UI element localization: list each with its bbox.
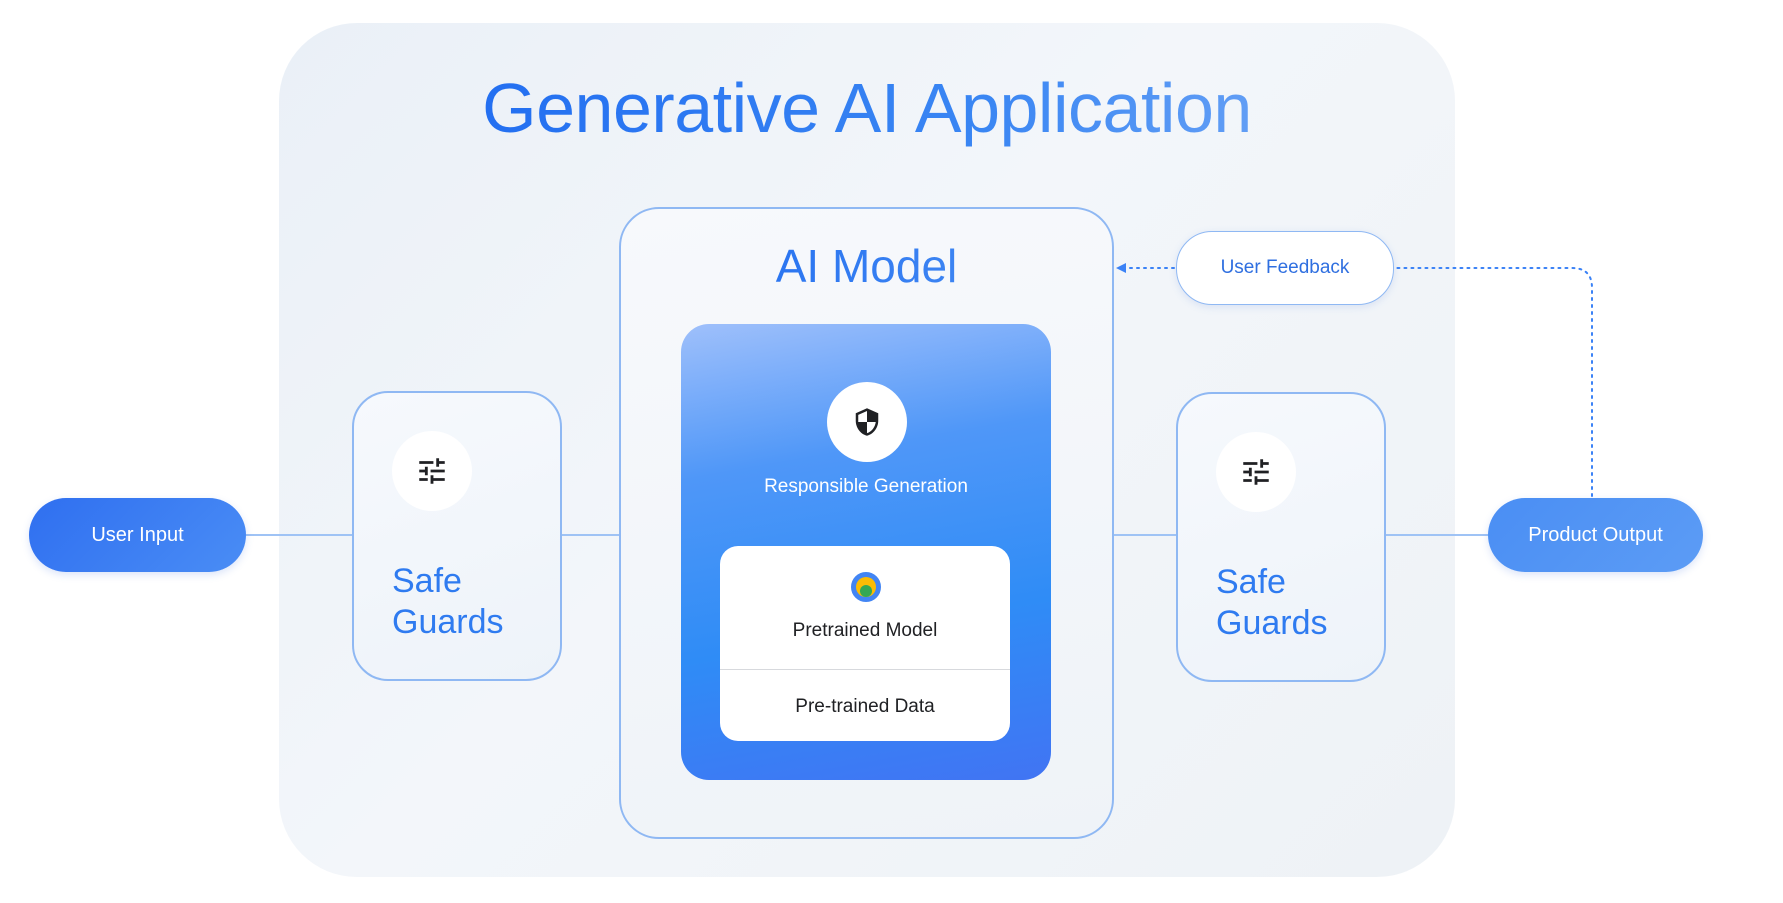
connector-model-to-guard xyxy=(1112,534,1176,536)
user-feedback-label: User Feedback xyxy=(1220,257,1350,278)
ai-model-title: AI Model xyxy=(621,239,1112,293)
connector-guard-to-output xyxy=(1384,534,1488,536)
safeguards-right-line2: Guards xyxy=(1216,604,1328,642)
model-logo-icon xyxy=(851,572,881,602)
safeguards-left-line1: Safe xyxy=(392,562,462,600)
pretrained-data-label: Pre-trained Data xyxy=(795,696,935,717)
responsible-generation-panel: Responsible Generation Pretrained Model … xyxy=(681,324,1051,780)
user-input-pill: User Input xyxy=(29,498,246,572)
user-input-label: User Input xyxy=(91,523,184,546)
ai-model-card: AI Model Responsible Generation Pretrain… xyxy=(619,207,1114,839)
connector-input-to-guard xyxy=(246,534,352,536)
tune-sliders-icon xyxy=(1216,432,1296,512)
tune-sliders-icon xyxy=(392,431,472,511)
pretrained-divider xyxy=(720,669,1010,670)
safeguards-left-label: Safe Guards xyxy=(392,561,504,643)
feedback-arrow-icon xyxy=(1116,263,1126,273)
shield-icon xyxy=(827,382,907,462)
safeguards-right-line1: Safe xyxy=(1216,563,1286,601)
responsible-generation-label: Responsible Generation xyxy=(764,476,968,497)
safeguards-right-card: Safe Guards xyxy=(1176,392,1386,682)
user-feedback-pill: User Feedback xyxy=(1176,231,1394,305)
connector-guard-to-model xyxy=(559,534,621,536)
pretrained-model-label: Pretrained Model xyxy=(792,620,938,641)
app-title: Generative AI Application xyxy=(279,68,1455,148)
safeguards-left-line2: Guards xyxy=(392,603,504,641)
product-output-label: Product Output xyxy=(1528,523,1663,546)
safeguards-left-card: Safe Guards xyxy=(352,391,562,681)
safeguards-right-label: Safe Guards xyxy=(1216,562,1328,644)
product-output-pill: Product Output xyxy=(1488,498,1703,572)
pretrained-card: Pretrained Model Pre-trained Data xyxy=(720,546,1010,741)
